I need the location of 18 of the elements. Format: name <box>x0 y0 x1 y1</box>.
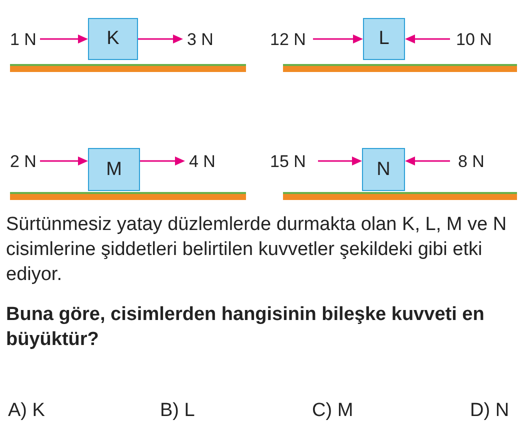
force-value: 1 N <box>10 30 36 50</box>
force-value: 10 N <box>456 30 492 50</box>
answer-option: C) M <box>312 400 354 422</box>
force-value: 12 N <box>270 30 306 50</box>
block: K <box>88 18 138 60</box>
answer-option: D) N <box>470 400 510 422</box>
force-value: 2 N <box>10 152 36 172</box>
block: N <box>362 148 405 191</box>
block: L <box>363 18 405 60</box>
question-text: Buna göre, cisimlerden hangisinin bileşke kuvveti en büyüktür? <box>6 303 486 352</box>
force-value: 15 N <box>270 152 306 172</box>
problem-text: Sürtünmesiz yatay düzlemlerde durmakta olan K, L, M ve N cisimlerine şiddetleri belirtilen kuvvetler şekildeki gibi etki ediyor. <box>6 213 508 287</box>
block: M <box>88 148 140 191</box>
answer-option: A) K <box>8 400 45 422</box>
force-value: 8 N <box>458 152 484 172</box>
force-value: 3 N <box>187 30 214 50</box>
force-value: 4 N <box>189 152 216 172</box>
answer-option: B) L <box>160 400 195 422</box>
